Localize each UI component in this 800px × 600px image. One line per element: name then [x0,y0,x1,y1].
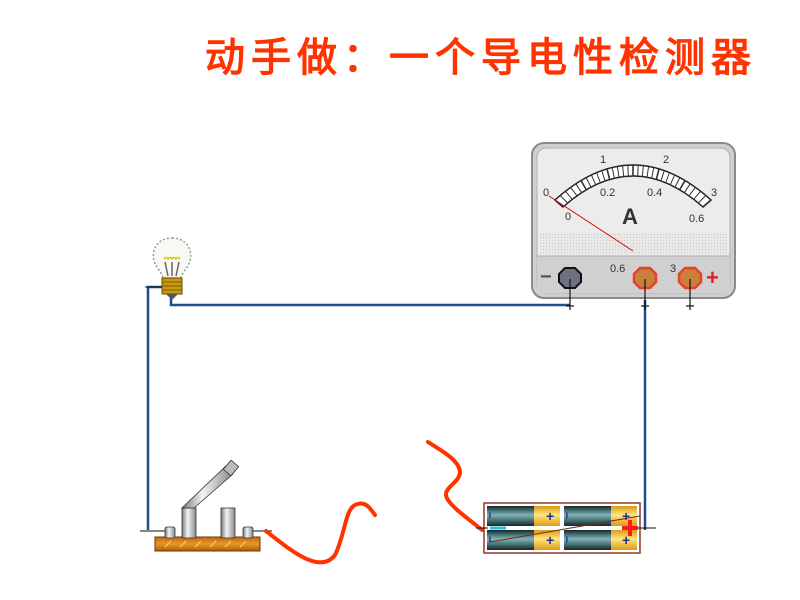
ammeter-tick [651,167,655,179]
wires [146,285,647,530]
ammeter-ticks [554,165,712,208]
ammeter-tick [660,170,665,182]
battery-pack: − − − − + + + + [476,502,656,554]
ammeter-tick [665,172,670,183]
probe-wire-battery[interactable] [426,440,484,532]
wire-bulb-to-ammeter [169,298,570,307]
switch-blade[interactable] [181,465,234,509]
ammeter-lower-label-04: 0.4 [647,187,662,199]
battery-plus-mark: + [622,508,630,524]
ammeter-lower-label-02: 0.2 [600,187,615,199]
ammeter-tick [559,195,569,204]
ammeter-upper-label-1: 1 [600,154,606,166]
ammeter-tick [606,168,611,180]
ammeter-plus-sign: + [706,265,719,290]
battery-cell [487,530,560,550]
battery-minus-mark: − [560,512,574,519]
ammeter-minus-sign: − [540,266,552,288]
battery-plus-mark: + [546,532,554,548]
ammeter-tick [570,187,578,197]
ammeter-terminal-06[interactable] [632,266,658,290]
ammeter-upper-label-3: 3 [711,187,717,199]
page-title: 动手做：一个导电性检测器 [205,34,757,81]
light-bulb [145,237,192,300]
ammeter-lower-label-0: 0 [565,211,571,223]
ammeter-terminal-negative[interactable] [558,267,582,289]
ammeter-tick [688,187,696,197]
ammeter-tick [627,165,629,177]
ammeter: 0 1 2 3 0 0.2 0.4 0.6 A − 0.6 3 + [531,142,736,310]
battery-positive-terminal [622,520,638,536]
ammeter-terminal-3-label: 3 [670,263,676,275]
ammeter-tick [674,177,681,188]
battery-minus-mark: − [560,536,574,543]
ammeter-tick [565,190,573,200]
ammeter-lower-label-06: 0.6 [689,213,704,225]
ammeter-tick [580,180,588,191]
ammeter-needle [548,195,634,252]
ammeter-tick [646,166,650,178]
battery-minus-mark: − [483,512,497,519]
ammeter-tick [596,172,601,183]
ammeter-tick [683,183,691,193]
ammeter-unit-label: A [622,204,638,229]
ammeter-tick [697,195,707,204]
ammeter-tick [655,168,660,180]
probe-wire-switch[interactable] [264,501,377,565]
ammeter-upper-label-2: 2 [663,154,669,166]
ammeter-tick [575,183,583,193]
ammeter-tick [601,170,606,182]
ammeter-tick [590,174,597,186]
wire-bulb-to-switch [146,285,170,530]
ammeter-tick [702,199,712,208]
battery-plus-mark: + [622,532,630,548]
ammeter-tick [611,167,615,179]
ammeter-tick [637,165,639,177]
battery-minus-mark: − [483,536,497,543]
ammeter-tick [585,177,592,188]
ammeter-tick [678,180,686,191]
ammeter-upper-label-0: 0 [543,187,549,199]
ammeter-tick [622,165,625,177]
ammeter-terminal-3[interactable] [677,266,703,290]
ammeter-tick [641,165,644,177]
ammeter-tick [693,190,701,200]
battery-plus-mark: + [546,508,554,524]
knife-switch[interactable] [140,459,272,552]
battery-cell [487,506,560,526]
ammeter-tick [669,174,676,186]
ammeter-tick [616,166,620,178]
ammeter-terminal-06-label: 0.6 [610,263,625,275]
